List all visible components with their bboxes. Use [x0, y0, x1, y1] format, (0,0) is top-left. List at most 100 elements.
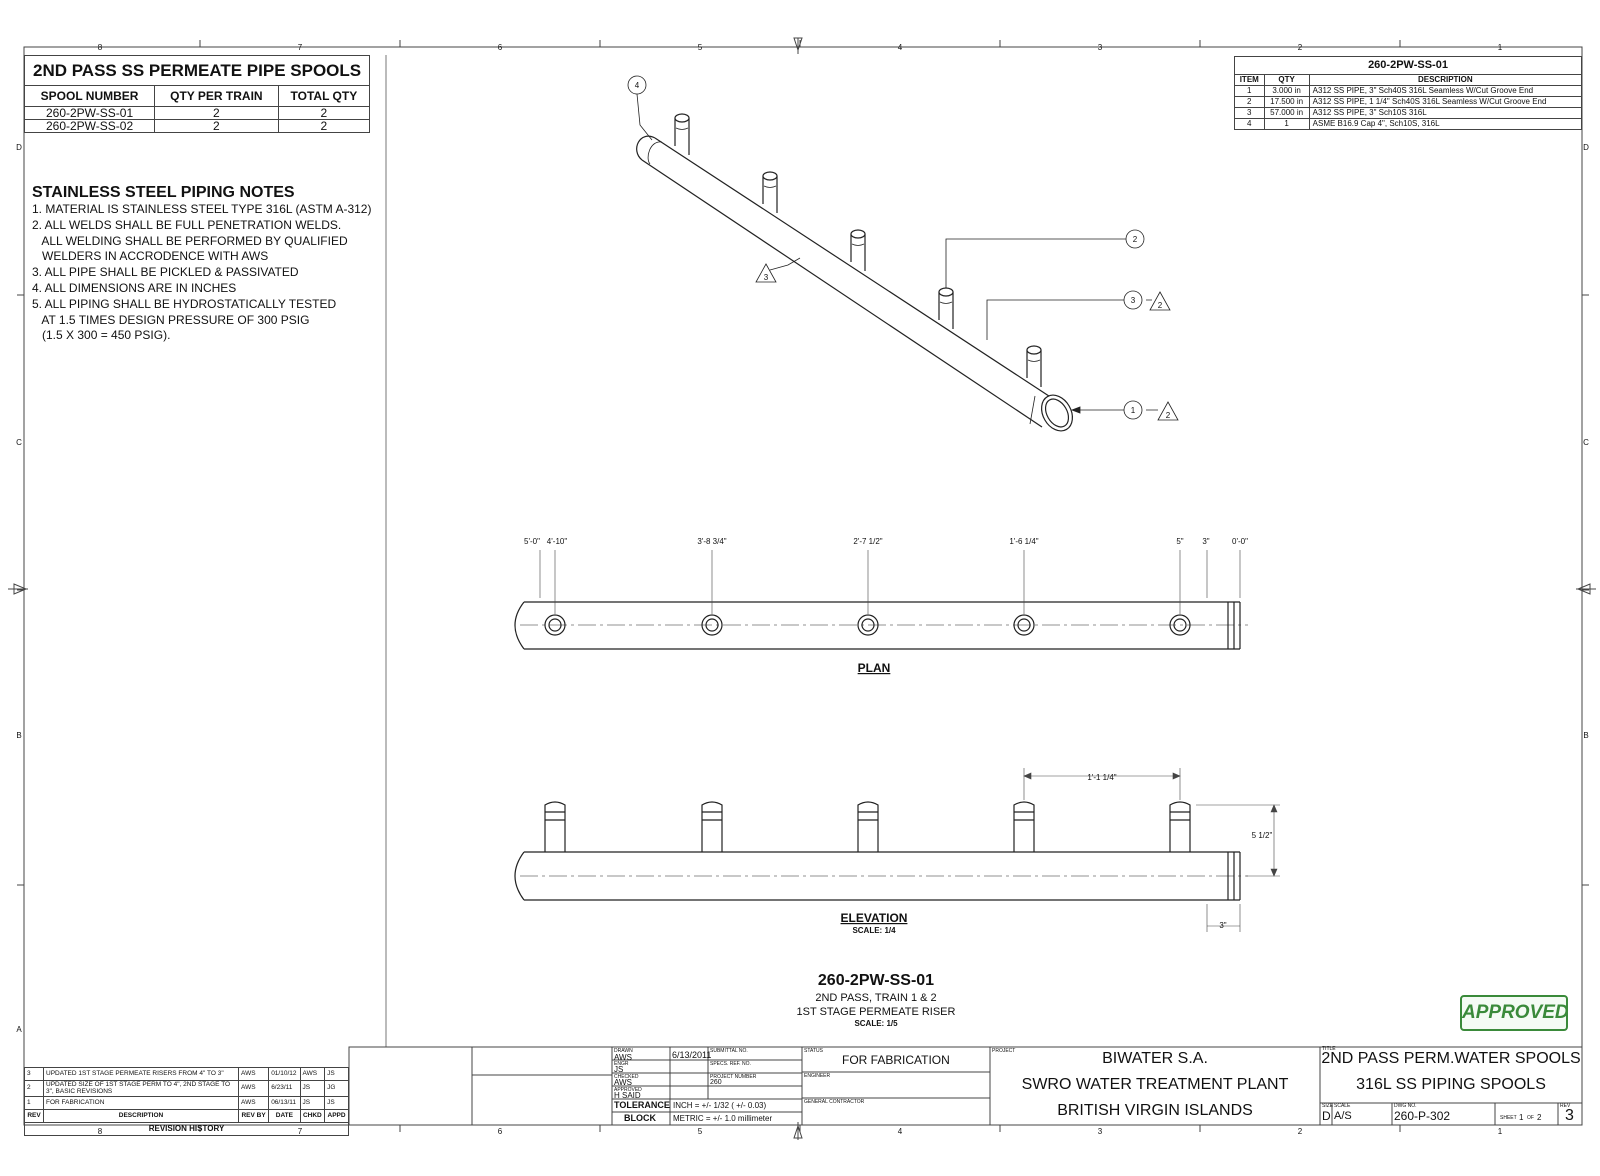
- rev-header: DESCRIPTION: [43, 1109, 239, 1123]
- col-label-top-6: 6: [498, 43, 503, 52]
- row-label-right-b: B: [1583, 731, 1588, 740]
- iso-callout-labels: 4 2 3 1 3 2 2: [635, 81, 1171, 420]
- rev-cell: JS: [324, 1096, 349, 1110]
- rev-header: CHKD: [299, 1109, 326, 1123]
- rev-cell: JS: [299, 1080, 326, 1097]
- drawing-title-scale: SCALE: 1/5: [854, 1019, 898, 1028]
- iso-callouts: [627, 75, 1179, 421]
- bom-cell: 57.000 in: [1263, 107, 1310, 119]
- flag-2-b-label: 2: [1166, 411, 1171, 420]
- bom-cell: A312 SS PIPE, 3" Sch10S 316L: [1308, 107, 1583, 119]
- bom-cell: 4: [1234, 118, 1265, 130]
- general-contractor-label: GENERAL CONTRACTOR: [804, 1099, 865, 1105]
- bom-header-item: ITEM: [1234, 74, 1265, 86]
- plan-riser-2: [701, 614, 723, 636]
- rev-cell: 1: [24, 1096, 44, 1110]
- col-label-bottom-3: 3: [1098, 1127, 1103, 1136]
- sheet-number: 1: [1519, 1113, 1524, 1122]
- plan-dim-3: 2'-7 1/2": [853, 537, 882, 546]
- sheet-label: SHEET: [1500, 1115, 1517, 1121]
- elev-riser-5: [1169, 801, 1191, 852]
- elev-riser-4: [1013, 801, 1035, 852]
- table-row: 1 3.000 in A312 SS PIPE, 3" Sch40S 316L …: [1234, 85, 1583, 97]
- table-row: 4 1 ASME B16.9 Cap 4", Sch10S, 316L: [1234, 118, 1583, 130]
- scale-value: A/S: [1334, 1110, 1352, 1122]
- plan-pipe-cap: [514, 601, 525, 650]
- rev-cell: 3: [24, 1067, 44, 1081]
- row-label-left-d: D: [16, 143, 22, 152]
- sheet-total: 2: [1537, 1113, 1542, 1122]
- piping-notes: STAINLESS STEEL PIPING NOTES 1. MATERIAL…: [32, 184, 371, 344]
- table-row: 2 UPDATED SIZE OF 1ST STAGE PERM TO 4", …: [24, 1080, 349, 1097]
- elev-riser-2: [701, 801, 723, 852]
- bom-header-qty: QTY: [1263, 74, 1310, 86]
- of-label: OF: [1527, 1115, 1534, 1121]
- col-label-bottom-1: 1: [1498, 1127, 1503, 1136]
- rev-cell: AWS: [299, 1067, 326, 1081]
- project-number-label: PROJECT NUMBER: [710, 1074, 757, 1080]
- elev-riser-3: [857, 801, 879, 852]
- spool-cell: 260-2PW-SS-01: [23, 106, 156, 120]
- iso-riser-3: [850, 229, 866, 271]
- isometric-view: [636, 113, 1074, 432]
- iso-riser-5: [1026, 345, 1042, 387]
- engr-label: ENGR: [614, 1061, 629, 1067]
- balloon-3-label: 3: [1131, 296, 1136, 305]
- note-line: 1. MATERIAL IS STAINLESS STEEL TYPE 316L…: [32, 202, 372, 216]
- rev-header: REV: [24, 1109, 44, 1123]
- plan-dim-7: 0'-0": [1232, 537, 1248, 546]
- rev-cell: AWS: [237, 1067, 270, 1081]
- note-line: 3. ALL PIPE SHALL BE PICKLED & PASSIVATE…: [32, 265, 299, 280]
- project-label: PROJECT: [992, 1048, 1016, 1054]
- submittal-label: SUBMITTAL NO.: [710, 1048, 748, 1054]
- flag-3-label: 3: [764, 273, 769, 282]
- rev-cell: AWS: [237, 1096, 270, 1110]
- elev-dim-top: 1'-1 1/4": [1087, 773, 1116, 782]
- status-value: FOR FABRICATION: [842, 1053, 950, 1067]
- plan-label: PLAN: [858, 661, 891, 675]
- sheet-title-line1: 2ND PASS PERM.WATER SPOOLS: [1321, 1050, 1581, 1067]
- row-label-left-c: C: [16, 438, 22, 447]
- spool-header-total: TOTAL QTY: [277, 85, 371, 107]
- iso-riser-1: [674, 113, 690, 155]
- drawing-number-title: 260-2PW-SS-01: [818, 972, 934, 989]
- iso-riser-2: [762, 171, 778, 213]
- sheet-title-line2: 316L SS PIPING SPOOLS: [1356, 1076, 1546, 1093]
- company-name: BIWATER S.A.: [1102, 1050, 1208, 1067]
- plan-riser-5: [1169, 614, 1191, 636]
- plan-riser-1: [544, 614, 566, 636]
- note-line: (1.5 X 300 = 450 PSIG).: [32, 328, 171, 343]
- drawing-title-line1: 2ND PASS, TRAIN 1 & 2: [815, 992, 936, 1004]
- note-line: AT 1.5 TIMES DESIGN PRESSURE OF 300 PSIG: [32, 312, 310, 327]
- tolerance-inch: INCH = +/- 1/32 ( +/- 0.03): [673, 1101, 767, 1110]
- balloon-4-label: 4: [635, 81, 640, 90]
- col-label-bottom-5: 5: [698, 1127, 703, 1136]
- table-row: 260-2PW-SS-01 2 2: [23, 106, 371, 120]
- row-label-left-a: A: [16, 1025, 22, 1034]
- col-label-top-4: 4: [898, 43, 903, 52]
- engr-value: JS: [614, 1065, 624, 1074]
- col-label-bottom-2: 2: [1298, 1127, 1303, 1136]
- spool-cell: 2: [154, 119, 279, 133]
- note-line: 2. ALL WELDS SHALL BE FULL PENETRATION W…: [32, 217, 342, 232]
- rev-cell: FOR FABRICATION: [43, 1096, 239, 1110]
- title-label: TITLE: [1322, 1046, 1336, 1052]
- bom-cell: 3: [1234, 107, 1265, 119]
- approved-label: APPROVED: [614, 1087, 642, 1093]
- plan-dim-0: 5'-0": [524, 537, 540, 546]
- rev-cell: JS: [324, 1067, 349, 1081]
- rev-header: REV BY: [237, 1109, 270, 1123]
- plan-ordinate-lines: [539, 550, 1241, 614]
- elev-pipe-body: [524, 851, 1240, 901]
- plan-pipe-body: [524, 601, 1240, 650]
- rev-cell: AWS: [237, 1080, 270, 1097]
- col-label-top-2: 2: [1298, 43, 1303, 52]
- bom-cell: 17.500 in: [1263, 96, 1310, 108]
- note-line: ALL WELDING SHALL BE PERFORMED BY QUALIF…: [32, 233, 348, 248]
- table-row: 260-2PW-SS-02 2 2: [23, 119, 371, 133]
- plan-view: [514, 601, 1248, 650]
- elevation-scale: SCALE: 1/4: [852, 926, 896, 935]
- bom-title: 260-2PW-SS-01: [1234, 56, 1582, 75]
- drawn-label: DRAWN: [614, 1048, 633, 1054]
- iso-pipe-top-edge: [654, 137, 1056, 401]
